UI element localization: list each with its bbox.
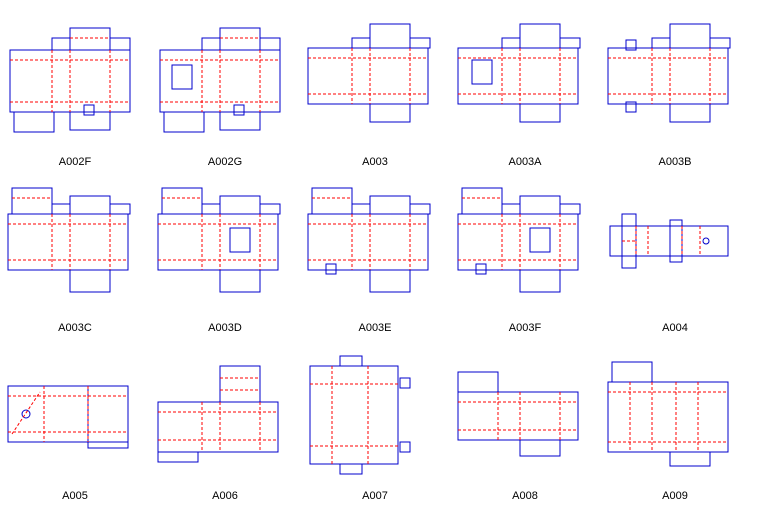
diagram-label: A006 [212,490,238,502]
diagram-a003b[interactable]: A003B [600,10,750,180]
fold-lines [8,386,128,442]
dieline-drawing [457,23,581,123]
diagram-label: A002G [207,156,243,168]
diagram-a003f[interactable]: A003F [450,176,600,346]
dieline-drawing [159,27,281,133]
fold-lines [310,366,398,464]
diagram-a003e[interactable]: A003E [300,176,450,346]
diagram-a002f[interactable]: A002F [0,10,150,180]
diagram-label: A002F [58,156,92,168]
fold-lines [622,226,701,256]
diagram-label: A003A [508,156,542,168]
diagram-a006[interactable]: A006 [150,344,300,514]
cut-lines [307,23,431,123]
dieline-drawing [607,361,729,467]
diagram-label: A007 [362,490,388,502]
cut-lines [309,355,411,475]
diagram-label: A003F [508,322,542,334]
diagram-a008[interactable]: A008 [450,344,600,514]
diagram-label: A003B [658,156,692,168]
fold-lines [308,197,428,270]
fold-lines [160,37,280,112]
cut-lines [157,365,279,463]
dieline-drawing [9,27,131,133]
diagram-label: A008 [512,490,538,502]
fold-lines [158,197,278,270]
cut-lines [607,361,729,467]
diagram-a002g[interactable]: A002G [150,10,300,180]
diagram-a003c[interactable]: A003C [0,176,150,346]
diagram-label: A005 [62,490,88,502]
diagram-a004[interactable]: A004 [600,176,750,346]
fold-lines [608,48,728,104]
dieline-drawing [7,385,129,449]
diagram-a003a[interactable]: A003A [450,10,600,180]
diagram-label: A003C [58,322,92,334]
cut-lines [457,371,579,457]
cut-lines [157,187,281,293]
cut-lines [457,187,581,293]
diagram-label: A004 [662,322,688,334]
diagram-a003d[interactable]: A003D [150,176,300,346]
dieline-drawing [157,365,279,463]
diagram-label: A009 [662,490,688,502]
fold-lines [308,48,428,104]
diagram-a007[interactable]: A007 [300,344,450,514]
fold-lines [608,382,728,452]
fold-lines [158,377,278,452]
cut-lines [457,23,581,123]
dieline-drawing [457,371,579,457]
diagram-a009[interactable]: A009 [600,344,750,514]
dieline-drawing [7,187,131,293]
dieline-drawing [609,213,729,269]
fold-lines [8,197,128,270]
dieline-drawing [457,187,581,293]
dieline-drawing [309,355,411,475]
fold-lines [10,37,130,112]
diagram-a005[interactable]: A005 [0,344,150,514]
dieline-drawing [307,187,431,293]
diagram-label: A003 [362,156,388,168]
fold-lines [458,392,578,440]
cut-lines [607,23,731,123]
cut-lines [307,187,431,293]
diagram-label: A003E [358,322,392,334]
fold-lines [458,48,578,104]
diagram-label: A003D [208,322,242,334]
dieline-drawing [307,23,431,123]
diagram-a003[interactable]: A003 [300,10,450,180]
dieline-drawing [607,23,731,123]
dieline-drawing [157,187,281,293]
cut-lines [7,187,131,293]
fold-lines [458,197,578,270]
cut-lines [7,385,129,449]
